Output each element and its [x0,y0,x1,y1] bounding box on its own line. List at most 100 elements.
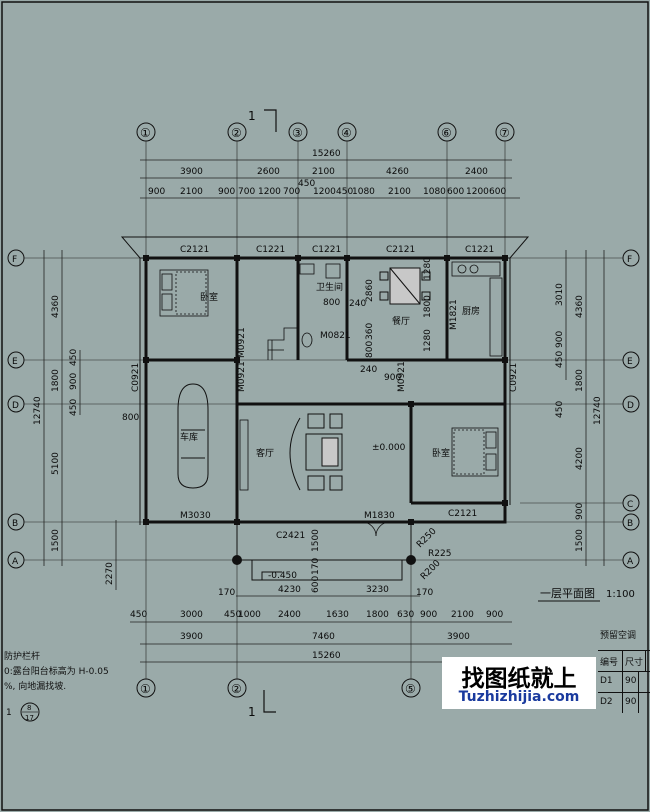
bed-icon-bedroom-2 [451,427,499,477]
axis-label-5-bottom: ⑤ [405,682,416,696]
level-floor: ±0.000 [372,443,406,453]
axis-bubbles-top [136,122,515,142]
radius-r200: R200 [419,558,443,582]
dim-top-r3-6: 1200 [313,187,336,197]
dim-top-r2-0: 3900 [180,167,203,177]
main-door-swing [361,521,391,537]
room-garage: 车库 [180,431,198,443]
dim-right-part-4: 1500 [575,529,585,552]
dim-left-porch: 2270 [105,562,115,585]
dim-top-r3-0: 900 [148,187,165,197]
level-outdoor: -0.450 [268,571,297,581]
room-living: 客厅 [256,447,274,459]
dim-top-r3-2: 900 [218,187,235,197]
axis-label-E-left: E [12,357,18,367]
dim-right-part-2: 4200 [575,447,585,470]
dim-left-part-1: 1800 [51,369,61,392]
dim-right-sub-3: 450 [555,401,565,418]
window-c0921-right: C0921 [509,363,519,392]
dim-right-overall: 12740 [593,396,603,425]
dim-left-sub-2: 450 [69,399,79,416]
window-c1221-a: C1221 [256,245,285,255]
axis-label-7-top: ⑦ [499,126,510,140]
misc-dim-11: 170 [311,558,321,575]
window-c2121-bed2: C2121 [448,509,477,519]
door-m1821-kitchen: M1821 [449,299,459,330]
axis-label-4-top: ④ [341,126,352,140]
watermark-box: 找图纸就上 Tuzhizhijia.com [442,657,596,709]
dimension-lines-right [565,250,605,566]
dim-bottom-r1-3: 1000 [238,610,261,620]
schedule-header: 编号 尺寸 [598,650,650,671]
dim-top-r3-8: 1080 [352,187,375,197]
dim-top-r3-7: 450 [336,187,353,197]
dim-top-r2-4: 2400 [465,167,488,177]
dim-bottom-r1-1: 3000 [180,610,203,620]
dimension-lines-top [140,159,520,199]
note-ref-num: 8 [27,704,31,712]
dim-top-r3-11: 600 [447,187,464,197]
axis-label-1-bottom: ① [140,682,151,696]
dim-right-part-1: 1800 [575,369,585,392]
stair-icon [267,327,298,360]
window-c2421-living: C2421 [276,531,305,541]
dim-top-extra: 450 [298,179,315,189]
design-notes: 防护栏杆 0:露台阳台标高为 H-0.05 %, 向地漏找坡. [4,650,109,695]
misc-dim-0: 800 [323,298,340,308]
radius-r225: R225 [428,549,451,559]
dim-bottom-r1-9: 2100 [451,610,474,620]
misc-dim-5: 1280 [423,329,433,352]
dim-bottom-r1-7: 630 [397,610,414,620]
axis-label-B-left: B [12,519,18,529]
note-ref-index: 1 [6,708,12,718]
plan-scale: 1:100 [606,589,635,600]
misc-dim-7: 800 [365,341,375,358]
schedule-cell: 90 [623,672,640,692]
dim-bottom-r1-0: 450 [130,610,147,620]
misc-dim-6: 360 [365,323,375,340]
tv-cabinet-icon [239,419,249,491]
ac-schedule-table: 预留空调 编号 尺寸 D1 90 D2 90 [598,631,650,713]
dim-bottom-front-1: 3230 [366,585,389,595]
axis-bubbles-bottom [136,678,421,698]
schedule-row: D2 90 [598,692,650,713]
dim-top-r2-2: 2100 [312,167,335,177]
door-m0821-bath: M0821 [320,331,351,341]
dim-bottom-r2-2: 3900 [447,632,470,642]
room-bedroom-2: 卧室 [432,447,450,459]
dim-top-r2-1: 2600 [257,167,280,177]
schedule-cell: D1 [598,672,623,692]
dim-bottom-r2-1: 7460 [312,632,335,642]
dim-left-sub-1: 900 [69,373,79,390]
dim-bottom-r1-8: 900 [420,610,437,620]
door-m3030-garage: M3030 [180,511,211,521]
note-line-3: %, 向地漏找坡. [4,682,67,692]
axis-label-A-left: A [12,557,19,567]
dim-top-r3-13: 600 [489,187,506,197]
window-c2121-bed1: C2121 [180,245,209,255]
window-c2121-dining: C2121 [386,245,415,255]
misc-dim-8: 240 [360,365,377,375]
section-label-bottom: 1 [248,705,256,719]
sofa-set-icon [289,413,343,491]
schedule-caption: 预留空调 [600,631,637,641]
misc-dim-10: 1500 [311,529,321,552]
window-c0921-left: C0921 [131,363,141,392]
misc-dim-4: 1800 [423,295,433,318]
axis-label-2-top: ② [231,126,242,140]
room-bedroom-1: 卧室 [200,291,218,303]
dim-bottom-overall: 15260 [312,651,341,661]
misc-dim-3: 1280 [423,257,433,280]
dim-right-sub-2: 450 [555,351,565,368]
door-m0921-bed1: M0921 [237,327,247,358]
axis-label-D-left: D [12,401,19,411]
schedule-cell: 90 [623,693,640,713]
kitchen-counter-icon [451,261,503,357]
door-m0921-bed2: M0921 [397,361,407,392]
dim-right-sub-1: 900 [555,331,565,348]
dim-right-sub-0: 3010 [555,283,565,306]
room-dining: 餐厅 [392,315,410,327]
watermark-url: Tuzhizhijia.com [458,689,580,705]
dim-left-wall: 800 [122,413,139,423]
